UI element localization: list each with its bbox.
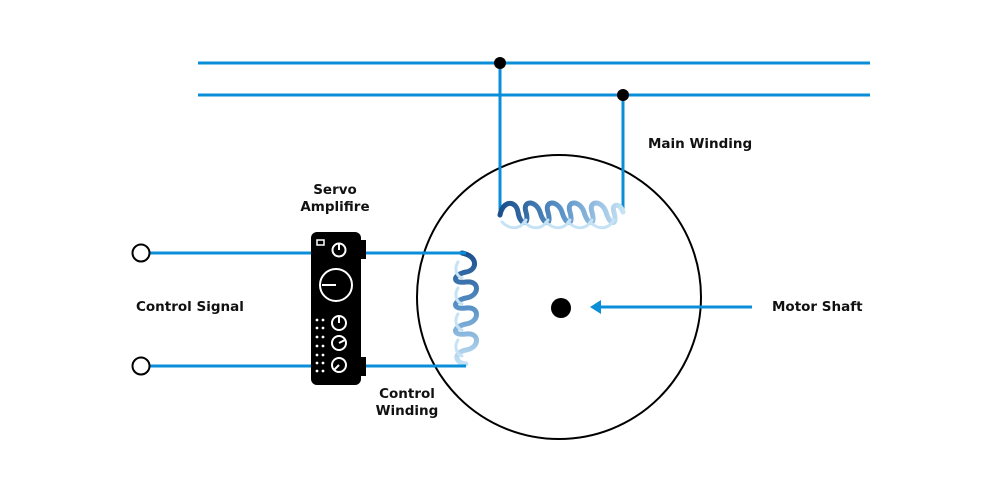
- control-winding-label: Control Winding: [362, 386, 452, 420]
- shaft-arrow-head-icon: [590, 300, 601, 314]
- main-winding-coil: [497, 200, 626, 230]
- servo-amplifier-label-line2: Amplifire: [300, 199, 370, 215]
- motor-shaft-label: Motor Shaft: [772, 299, 863, 315]
- junction-1: [494, 57, 506, 69]
- motor-stator: [416, 154, 702, 440]
- control-winding-label-line1: Control: [379, 386, 435, 402]
- control-winding-coil: [453, 250, 479, 367]
- control-terminal-2: [131, 356, 151, 376]
- control-terminal-1: [131, 243, 151, 263]
- motor-shaft: [551, 298, 571, 318]
- junction-2: [617, 89, 629, 101]
- servo-amplifier: [311, 232, 366, 385]
- main-winding-label: Main Winding: [648, 136, 753, 152]
- control-winding-label-line2: Winding: [375, 403, 439, 419]
- control-signal-label: Control Signal: [136, 299, 244, 315]
- servo-amplifier-label: Servo Amplifire: [290, 182, 380, 216]
- servo-amplifier-label-line1: Servo: [313, 182, 357, 198]
